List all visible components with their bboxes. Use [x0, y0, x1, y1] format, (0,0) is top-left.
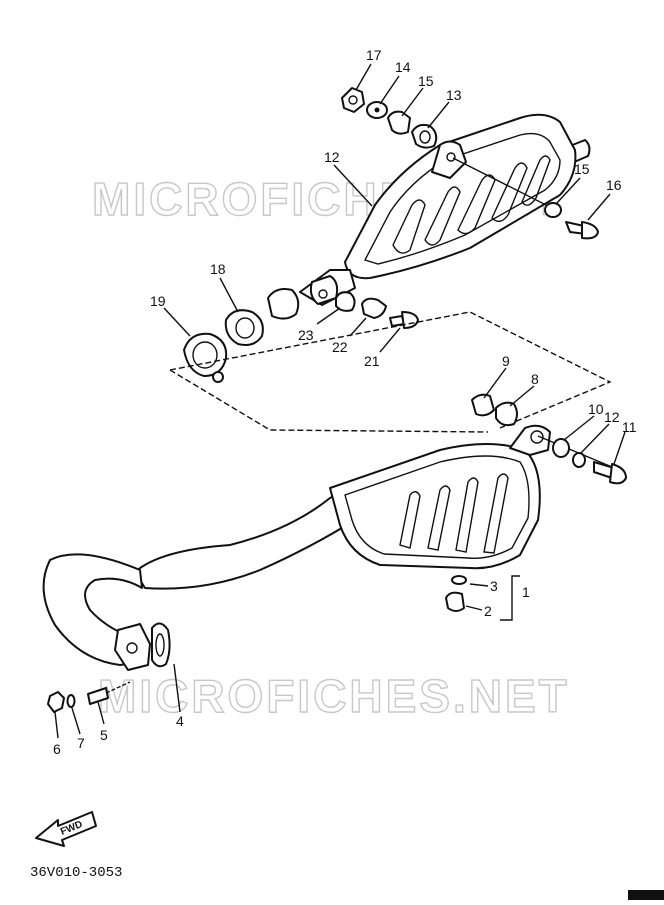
callout-3: 3 [490, 578, 498, 594]
washer-3 [451, 575, 467, 585]
callout-5: 5 [100, 727, 108, 743]
callout-7: 7 [77, 735, 85, 751]
grommet-8 [495, 401, 518, 427]
nut-6 [47, 691, 65, 713]
callout-20: 19 [150, 293, 166, 309]
joint-sleeve [267, 288, 300, 320]
callout-12: 12 [604, 409, 620, 425]
bolt-2 [445, 591, 465, 612]
collar-22 [361, 297, 387, 319]
chamber-bracket [509, 424, 551, 456]
drawing-code: 36V010-3053 [30, 865, 122, 881]
fwd-arrow-icon [35, 811, 97, 847]
callout-15-top: 14 [395, 59, 411, 75]
spacer-9 [471, 393, 495, 417]
chamber-pipe-upper [134, 489, 356, 590]
callout-1: 1 [522, 584, 530, 600]
grommet-23 [335, 291, 356, 312]
expansion-chamber [42, 424, 613, 671]
callout-6: 6 [53, 741, 61, 757]
silencer-body [344, 113, 577, 280]
callout-21: 21 [364, 353, 380, 369]
clamp-20 [183, 332, 228, 377]
collar-16 [387, 110, 411, 135]
callout-2: 2 [484, 603, 492, 619]
stud-5 [87, 687, 109, 705]
forward-arrow: FWD [35, 811, 97, 847]
callout-9: 9 [502, 353, 510, 369]
upper-fasteners [183, 87, 599, 383]
gasket-19 [224, 309, 264, 346]
callout-11: 11 [622, 419, 637, 435]
callout-13: 12 [324, 149, 340, 165]
lower-fasteners [47, 393, 627, 713]
washer-7 [66, 694, 76, 708]
washer-15-right [544, 202, 562, 218]
washer-12 [572, 452, 586, 468]
silencer-assembly [299, 113, 591, 306]
callout-23: 23 [298, 327, 314, 343]
watermark-bottom: MICROFICHES.NET [98, 670, 570, 722]
leader-lines [54, 63, 626, 739]
callout-4: 4 [176, 713, 184, 729]
callout-10: 10 [588, 401, 604, 417]
corner-mark [628, 890, 664, 900]
callout-15-right: 15 [574, 161, 590, 177]
nut-18 [341, 87, 365, 113]
chamber-flange [114, 623, 151, 671]
callout-17: 16 [606, 177, 622, 193]
gasket-4 [151, 622, 171, 668]
callout-19: 18 [210, 261, 226, 277]
callout-14: 13 [446, 87, 462, 103]
callout-22: 22 [332, 339, 348, 355]
silencer-panel [363, 132, 561, 265]
callout-labels: 17 14 15 13 12 15 16 18 19 23 22 21 9 8 … [53, 47, 637, 757]
grommet-14 [411, 123, 438, 149]
callout-16: 15 [418, 73, 434, 89]
silencer-bracket [431, 140, 467, 179]
assembly-boundary [169, 311, 612, 433]
washer-10 [552, 438, 570, 458]
callout-8: 8 [531, 371, 539, 387]
callout-18: 17 [366, 47, 382, 63]
